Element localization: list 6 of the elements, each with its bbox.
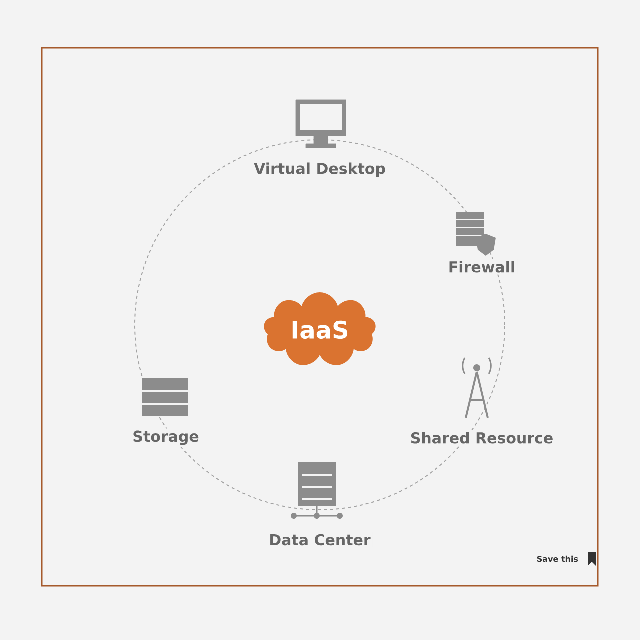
service-label: Firewall bbox=[446, 259, 518, 275]
save-label: Save this bbox=[537, 556, 578, 562]
service-label: Virtual Desktop bbox=[252, 160, 388, 180]
service-label: Shared Resource bbox=[408, 430, 556, 446]
service-label: Storage bbox=[130, 428, 202, 448]
service-label: Data Center bbox=[267, 532, 373, 548]
